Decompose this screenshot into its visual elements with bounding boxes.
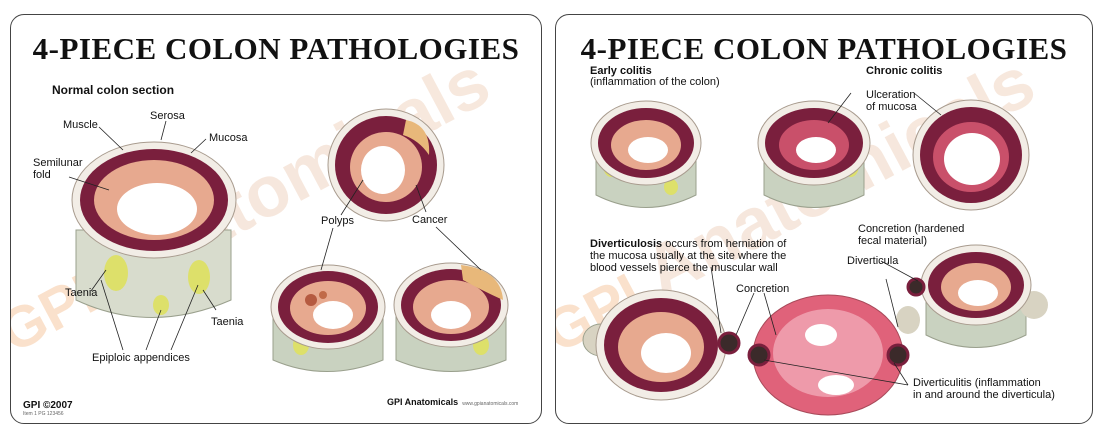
diverticulosis-model [582,289,741,401]
diverticulosis-term: Diverticulosis [590,238,663,250]
chronic-colitis-model [912,99,1030,211]
copyright-block: GPI ©2007 Item 1 PG 123456 [23,400,73,417]
colitis-model-middle [757,100,871,208]
diverticulosis-text: occurs from herniation of the mucosa usu… [590,238,787,274]
label-taenia-right: Taenia [211,316,244,328]
copyright: GPI ©2007 [23,400,73,411]
diverticulitis-model [747,294,910,416]
fine-print: Item 1 PG 123456 [23,411,64,417]
label-serosa: Serosa [150,110,185,122]
label-concretion: Concretion [736,283,790,295]
label-semilunar-fold: Semilunar fold [33,157,83,181]
right-panel: GPI Anatomicals 4-PIECE COLON PATHOLOGIE… [555,14,1093,424]
early-colitis-model [590,100,702,208]
label-cancer: Cancer [412,214,448,226]
early-colitis-heading: Early colitis [590,65,652,77]
label-taenia-left: Taenia [65,287,98,299]
early-colitis-desc: (inflammation of the colon) [590,76,720,88]
brand-name: GPI Anatomicals [387,397,459,407]
polyp-model-top [327,108,445,222]
label-diverticulitis: Diverticulitis (inflammation in and arou… [913,377,1055,401]
watermark: GPI Anatomicals [555,41,1048,366]
chronic-colitis-heading: Chronic colitis [866,65,943,77]
left-illustrations [68,108,509,372]
label-mucosa: Mucosa [209,132,248,144]
label-concretion-hardened: Concretion (hardened fecal material) [858,223,965,247]
label-diverticula: Diverticula [847,255,899,267]
label-ulceration: Ulceration of mucosa [866,89,917,113]
normal-colon-heading: Normal colon section [52,83,175,97]
concretion-model [896,244,1048,348]
cancer-model [393,262,509,372]
label-polyps: Polyps [321,215,355,227]
page-title: 4-PIECE COLON PATHOLOGIES [32,31,520,66]
left-panel: GPI Anatomicals 4-PIECE COLON PATHOLOGIE… [10,14,542,424]
polyp-model-bottom [270,264,386,372]
label-epiploic-appendices: Epiploic appendices [92,352,190,364]
page-title: 4-PIECE COLON PATHOLOGIES [580,31,1068,66]
diverticulosis-desc: Diverticulosis occurs from herniation of… [590,238,786,274]
label-muscle: Muscle [63,119,98,131]
brand-url: www.gpianatomicals.com [462,401,519,407]
